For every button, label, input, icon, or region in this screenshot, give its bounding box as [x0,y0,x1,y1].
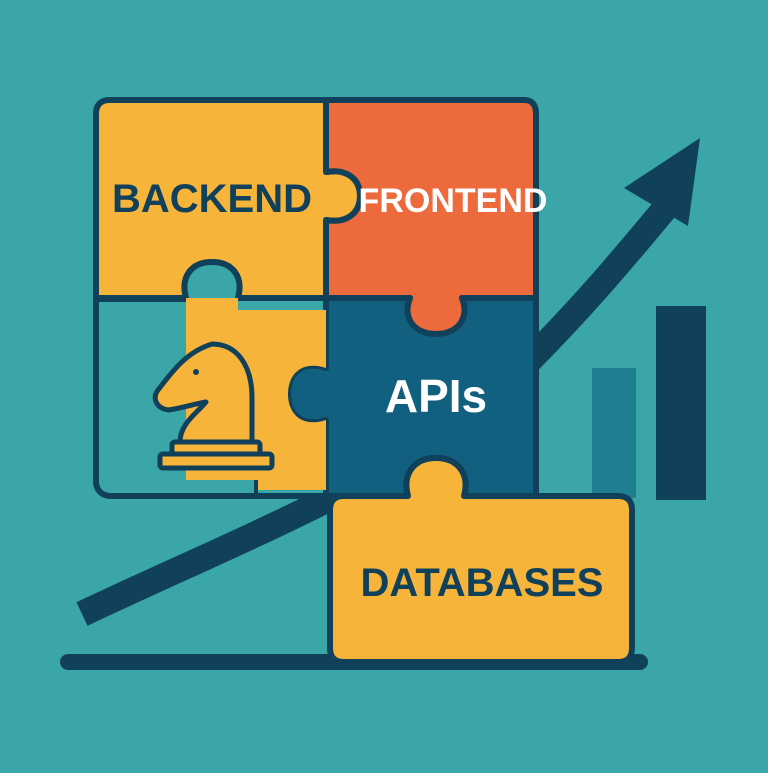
bar-tall [656,306,706,500]
backend-lower-tab [256,310,326,490]
bar-chart-icon [592,306,706,500]
databases-piece [327,455,635,665]
databases-label: DATABASES [361,561,604,605]
apis-label: APIs [385,370,487,422]
frontend-label: FRONTEND [359,182,548,220]
backend-label: BACKEND [112,177,312,221]
chess-knight-icon [152,341,275,471]
bar-short [592,368,636,498]
